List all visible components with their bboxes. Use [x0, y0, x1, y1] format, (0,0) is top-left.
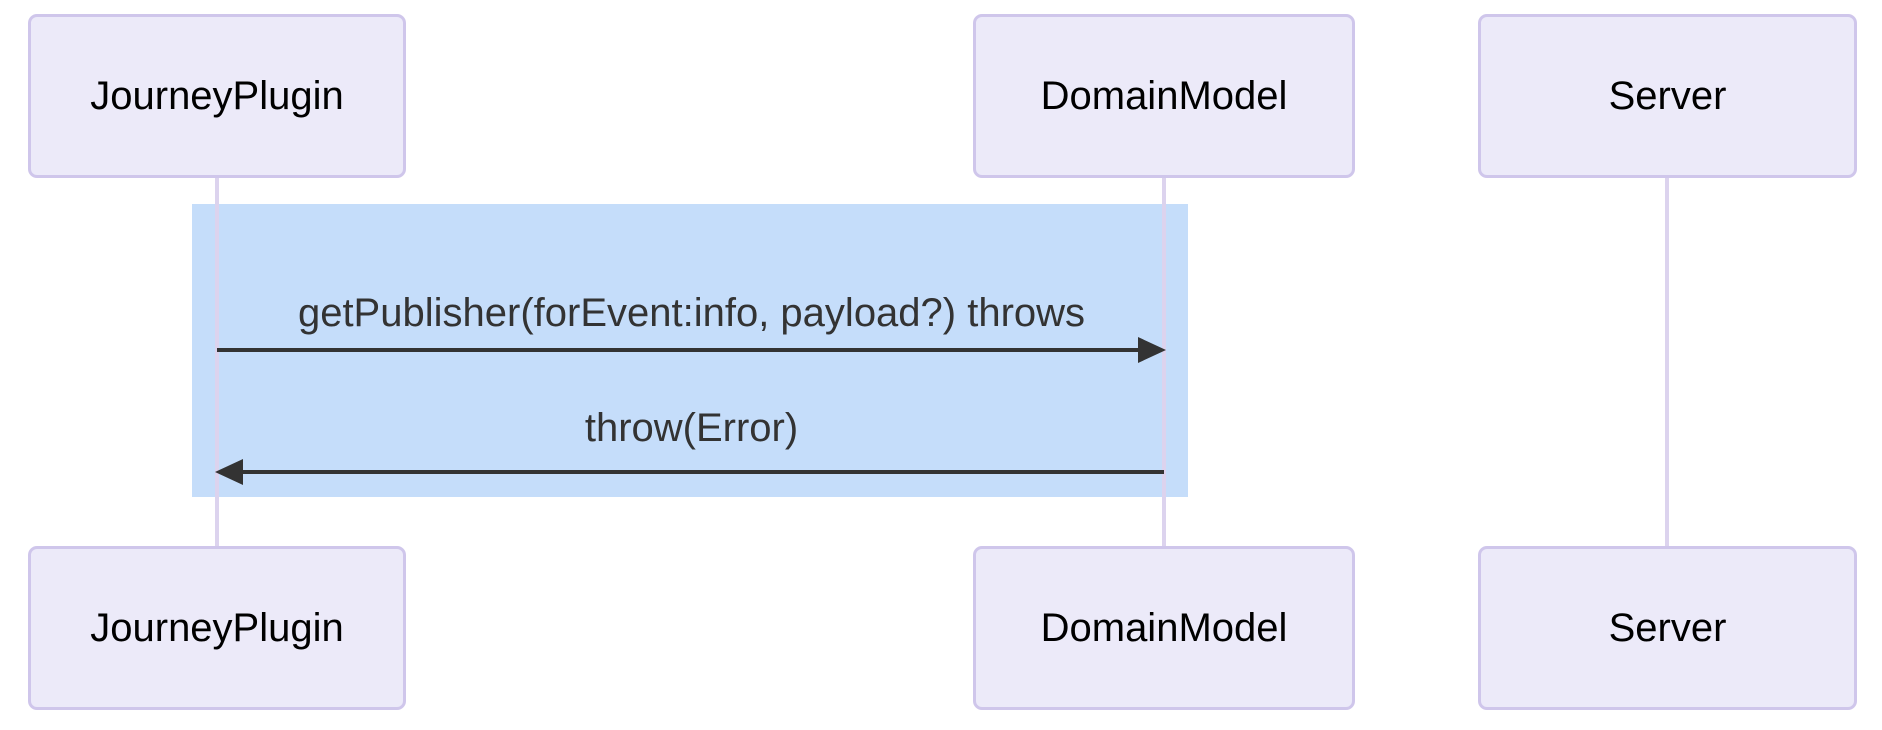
lifeline-server	[1665, 178, 1669, 546]
actor-label: Server	[1608, 605, 1727, 650]
actor-top-domainmodel: DomainModel	[973, 14, 1355, 178]
actor-label: DomainModel	[1040, 605, 1288, 650]
message-label-throw-error: throw(Error)	[584, 406, 799, 450]
actor-top-server: Server	[1478, 14, 1857, 178]
actor-label: Server	[1608, 73, 1727, 118]
message-line-throw-error	[243, 470, 1164, 474]
actor-top-journeyplugin: JourneyPlugin	[28, 14, 406, 178]
message-label-getpublisher: getPublisher(forEvent:info, payload?) th…	[297, 291, 1086, 335]
arrowhead-right-icon	[1138, 337, 1166, 363]
actor-bottom-journeyplugin: JourneyPlugin	[28, 546, 406, 710]
actor-label: JourneyPlugin	[90, 73, 344, 118]
actor-bottom-server: Server	[1478, 546, 1857, 710]
lifeline-journeyplugin	[215, 178, 219, 546]
actor-label: JourneyPlugin	[90, 605, 344, 650]
actor-bottom-domainmodel: DomainModel	[973, 546, 1355, 710]
actor-label: DomainModel	[1040, 73, 1288, 118]
arrowhead-left-icon	[215, 459, 243, 485]
message-line-getpublisher	[217, 348, 1140, 352]
